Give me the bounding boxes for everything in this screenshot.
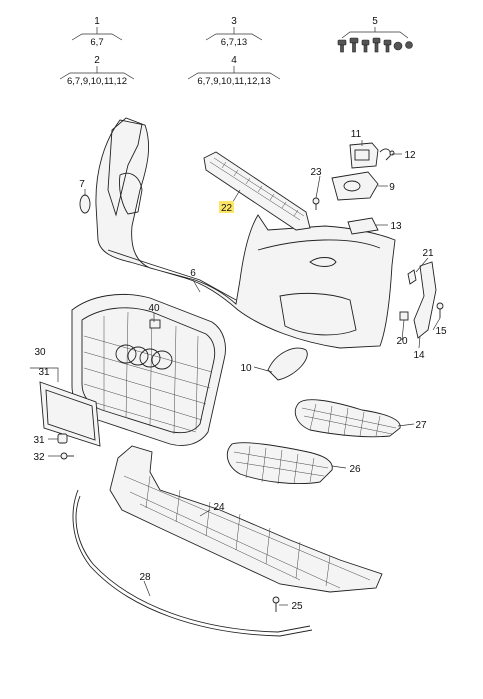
header-group-3: 3 6,7,13 [205, 16, 263, 48]
group-bracket [59, 66, 135, 80]
callout-27: 27 [415, 420, 427, 431]
highlight-22 [219, 201, 234, 213]
group-number: 1 [94, 16, 100, 27]
rings-emblem [115, 344, 173, 370]
callout-24: 24 [213, 502, 225, 513]
callout-31-plate: 31 [38, 367, 50, 378]
callout-14: 14 [413, 350, 425, 361]
clip-20 [399, 311, 409, 321]
callout-12: 12 [404, 150, 416, 161]
callout-30: 30 [34, 347, 46, 358]
header-group-1: 1 6,7 [71, 16, 123, 48]
callout-20: 20 [396, 336, 408, 347]
group-number: 4 [231, 55, 237, 66]
bracket-9 [331, 171, 379, 201]
callout-40: 40 [148, 303, 160, 314]
callout-28: 28 [139, 572, 151, 583]
callout-10: 10 [240, 363, 252, 374]
upper-grille-trim [203, 151, 311, 231]
callout-9: 9 [389, 182, 395, 193]
fog-grille-right [294, 399, 401, 438]
callout-26: 26 [349, 464, 361, 475]
group-bracket [187, 66, 281, 80]
callout-11: 11 [351, 129, 362, 140]
bracket-13 [347, 217, 379, 235]
callout-21: 21 [422, 248, 434, 259]
fog-grille-left [226, 442, 333, 485]
screw-21 [407, 269, 417, 285]
screw-icons [337, 37, 413, 53]
callout-22: 22 [221, 203, 233, 214]
header-group-4: 4 6,7,9,10,11,12,13 [187, 55, 281, 87]
tow-cover-10 [267, 347, 308, 381]
bolt-23 [312, 197, 320, 210]
screw-15 [436, 302, 444, 318]
bracket-11 [349, 142, 379, 169]
group-refs: 6,7 [90, 37, 103, 48]
callout-15: 15 [435, 326, 447, 337]
leader-lines [30, 140, 441, 606]
group-refs: 6,7,9,10,11,12 [67, 76, 127, 87]
side-guide-14 [413, 261, 437, 339]
group-refs: 6,7,13 [221, 37, 247, 48]
group-number: 3 [231, 16, 237, 27]
group-number: 5 [372, 16, 378, 27]
callouts: 6 7 9 10 11 12 13 14 15 20 21 22 23 24 2… [33, 129, 447, 612]
group-number: 2 [94, 55, 100, 66]
header-group-2: 2 6,7,9,10,11,12 [59, 55, 135, 87]
callout-31-clip: 31 [33, 435, 45, 446]
screw-32 [60, 452, 74, 460]
hardware-group-5: 5 [337, 16, 413, 53]
callout-6: 6 [190, 268, 196, 279]
callout-23: 23 [310, 167, 322, 178]
clip-12 [379, 148, 395, 161]
tow-hook-cap [79, 194, 91, 214]
lower-diffuser [109, 445, 383, 593]
trim-strip [72, 489, 313, 637]
license-plate-holder [39, 381, 101, 447]
clip-31 [57, 433, 68, 444]
bumper-cover [95, 117, 396, 349]
group-bracket [205, 27, 263, 41]
group-bracket [341, 27, 409, 39]
callout-13: 13 [390, 221, 402, 232]
callout-25: 25 [291, 601, 303, 612]
screw-25 [272, 596, 280, 612]
callout-7: 7 [79, 179, 85, 190]
callout-32: 32 [33, 452, 45, 463]
group-refs: 6,7,9,10,11,12,13 [197, 76, 270, 87]
group-bracket [71, 27, 123, 41]
